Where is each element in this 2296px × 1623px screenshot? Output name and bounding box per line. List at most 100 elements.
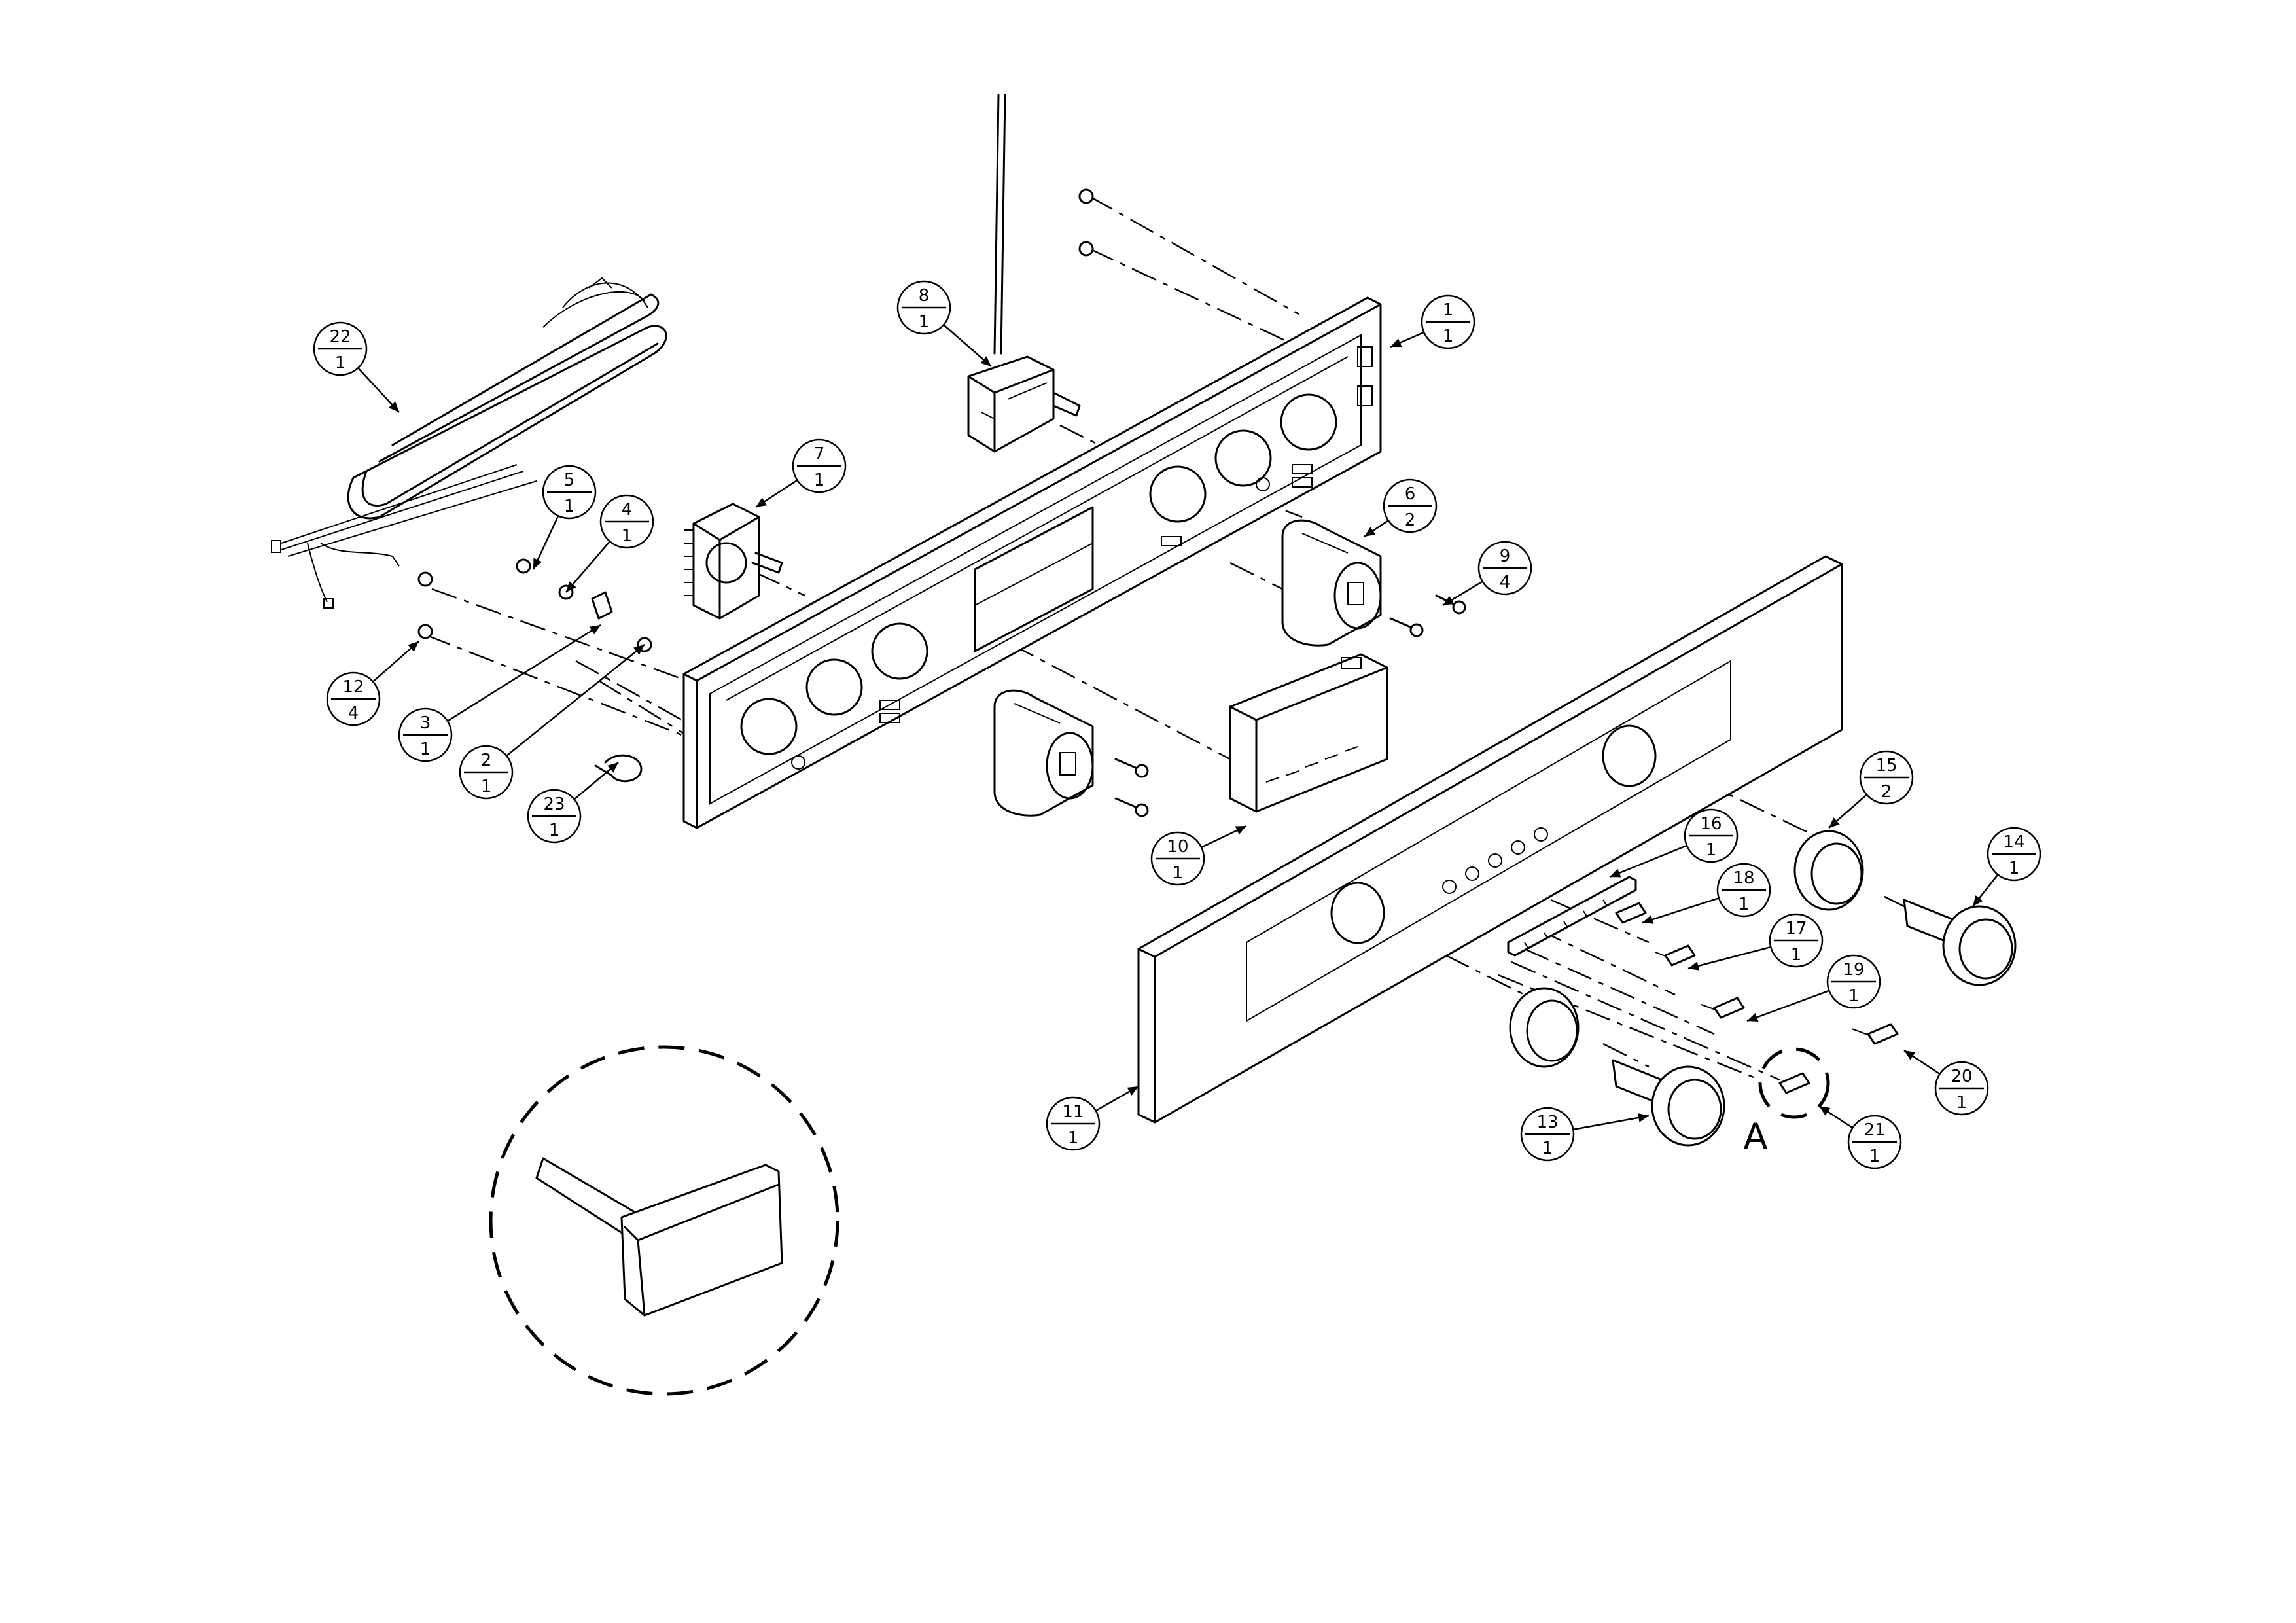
balloon-quantity: 1 bbox=[622, 526, 633, 546]
balloon-part-number: 19 bbox=[1843, 960, 1864, 980]
balloon-quantity: 1 bbox=[1869, 1147, 1881, 1166]
balloon-arrowhead bbox=[533, 558, 542, 569]
balloon-part-6: 62 bbox=[1364, 478, 1438, 538]
balloon-part-number: 1 bbox=[1443, 300, 1454, 320]
balloon-quantity: 2 bbox=[1405, 510, 1416, 530]
balloon-arrowhead bbox=[1819, 1106, 1831, 1116]
balloon-quantity: 1 bbox=[335, 353, 346, 373]
balloon-part-10: 101 bbox=[1150, 825, 1247, 886]
balloon-leader bbox=[1687, 946, 1771, 970]
balloon-quantity: 1 bbox=[1739, 895, 1750, 914]
balloon-part-9: 94 bbox=[1442, 541, 1532, 607]
balloon-part-22: 221 bbox=[313, 321, 400, 413]
balloon-part-4: 41 bbox=[565, 494, 654, 593]
push-key-20 bbox=[1851, 1023, 1899, 1045]
balloon-part-number: 5 bbox=[564, 471, 575, 490]
balloon-quantity: 4 bbox=[1500, 573, 1511, 592]
balloon-quantity: 1 bbox=[564, 497, 575, 516]
thermostat bbox=[967, 94, 1081, 453]
balloon-part-number: 16 bbox=[1700, 814, 1722, 834]
balloon-part-5: 51 bbox=[532, 465, 597, 570]
balloon-arrowhead bbox=[1610, 868, 1621, 878]
balloon-quantity: 1 bbox=[1956, 1093, 1968, 1113]
balloon-arrowhead bbox=[1638, 1113, 1649, 1122]
balloon-arrowhead bbox=[633, 645, 645, 655]
wiring-harness bbox=[271, 277, 667, 609]
balloon-part-3: 31 bbox=[398, 624, 601, 762]
button-strip bbox=[1507, 876, 1637, 957]
balloon-part-number: 6 bbox=[1405, 484, 1416, 504]
balloon-arrowhead bbox=[1973, 895, 1983, 906]
balloon-arrowhead bbox=[1364, 527, 1376, 537]
balloon-quantity: 1 bbox=[1443, 327, 1454, 346]
balloon-leader bbox=[565, 541, 610, 593]
balloon-quantity: 1 bbox=[1706, 840, 1717, 860]
balloon-arrowhead bbox=[1443, 596, 1455, 605]
balloon-part-12: 124 bbox=[326, 641, 419, 726]
balloon-arrowhead bbox=[756, 497, 768, 507]
balloon-part-11: 111 bbox=[1046, 1085, 1139, 1151]
balloon-quantity: 1 bbox=[549, 821, 560, 840]
balloon-quantity: 1 bbox=[1791, 945, 1802, 965]
balloon-part-17: 171 bbox=[1687, 913, 1824, 971]
balloon-quantity: 1 bbox=[481, 777, 492, 796]
balloon-arrowhead bbox=[1642, 915, 1654, 924]
balloon-part-number: 12 bbox=[342, 677, 364, 697]
balloon-part-number: 17 bbox=[1785, 919, 1807, 938]
balloon-arrowhead bbox=[1747, 1012, 1759, 1022]
balloon-quantity: 1 bbox=[420, 740, 431, 759]
switch-body-upper bbox=[1281, 519, 1382, 647]
balloon-arrowhead bbox=[408, 641, 419, 652]
balloon-part-number: 15 bbox=[1875, 756, 1897, 776]
balloon-leader bbox=[506, 644, 645, 757]
balloon-quantity: 4 bbox=[348, 704, 359, 723]
balloon-part-8: 81 bbox=[896, 280, 992, 367]
balloon-quantity: 1 bbox=[1068, 1128, 1079, 1148]
balloon-arrowhead bbox=[388, 401, 399, 412]
balloon-quantity: 1 bbox=[2009, 859, 2020, 878]
balloon-quantity: 1 bbox=[919, 312, 930, 332]
balloon-part-number: 14 bbox=[2003, 832, 2024, 852]
knob-upper bbox=[1903, 899, 2017, 986]
balloon-part-21: 211 bbox=[1818, 1105, 1902, 1169]
balloon-part-1: 11 bbox=[1390, 294, 1475, 349]
balloon-part-number: 21 bbox=[1863, 1120, 1885, 1140]
control-panel-frame bbox=[682, 296, 1382, 829]
balloon-part-number: 13 bbox=[1536, 1113, 1558, 1132]
balloon-part-number: 7 bbox=[814, 444, 825, 464]
balloon-leader bbox=[1746, 990, 1829, 1022]
bezel-ring-upper bbox=[1793, 830, 1864, 911]
balloon-arrowhead bbox=[1390, 338, 1402, 348]
push-key-19 bbox=[1701, 997, 1745, 1019]
balloon-part-18: 181 bbox=[1642, 863, 1771, 924]
balloon-arrowhead bbox=[607, 762, 618, 773]
timer-module bbox=[684, 503, 783, 620]
balloon-leader bbox=[1642, 897, 1720, 924]
balloon-arrowhead bbox=[1127, 1086, 1139, 1096]
balloon-quantity: 1 bbox=[1542, 1139, 1553, 1158]
balloon-part-number: 9 bbox=[1500, 546, 1511, 566]
hardware bbox=[417, 188, 1466, 817]
balloon-part-number: 11 bbox=[1062, 1102, 1084, 1122]
electronic-module bbox=[1229, 653, 1388, 813]
balloon-part-14: 141 bbox=[1972, 827, 2041, 907]
bezel-ring-lower bbox=[1509, 987, 1580, 1068]
balloon-quantity: 1 bbox=[814, 471, 825, 490]
balloon-part-23: 231 bbox=[527, 762, 619, 844]
balloon-part-number: 3 bbox=[420, 713, 431, 733]
balloon-part-number: 22 bbox=[329, 327, 351, 347]
balloon-quantity: 1 bbox=[1848, 986, 1860, 1006]
front-fascia-panel bbox=[1137, 555, 1843, 1124]
balloon-part-7: 71 bbox=[755, 438, 847, 508]
balloon-leader bbox=[1609, 844, 1687, 878]
detail-a-label: A bbox=[1744, 1116, 1768, 1157]
part-balloons: 1121314151627181941011111241311411521611… bbox=[313, 280, 2041, 1169]
push-key-21 bbox=[1758, 1047, 1830, 1119]
push-key-17 bbox=[1655, 944, 1696, 967]
balloon-quantity: 2 bbox=[1881, 782, 1892, 802]
balloon-part-number: 20 bbox=[1951, 1067, 1972, 1086]
balloon-part-2: 21 bbox=[459, 644, 645, 800]
balloon-leader bbox=[1573, 1115, 1650, 1131]
center-lines bbox=[425, 195, 1937, 1081]
